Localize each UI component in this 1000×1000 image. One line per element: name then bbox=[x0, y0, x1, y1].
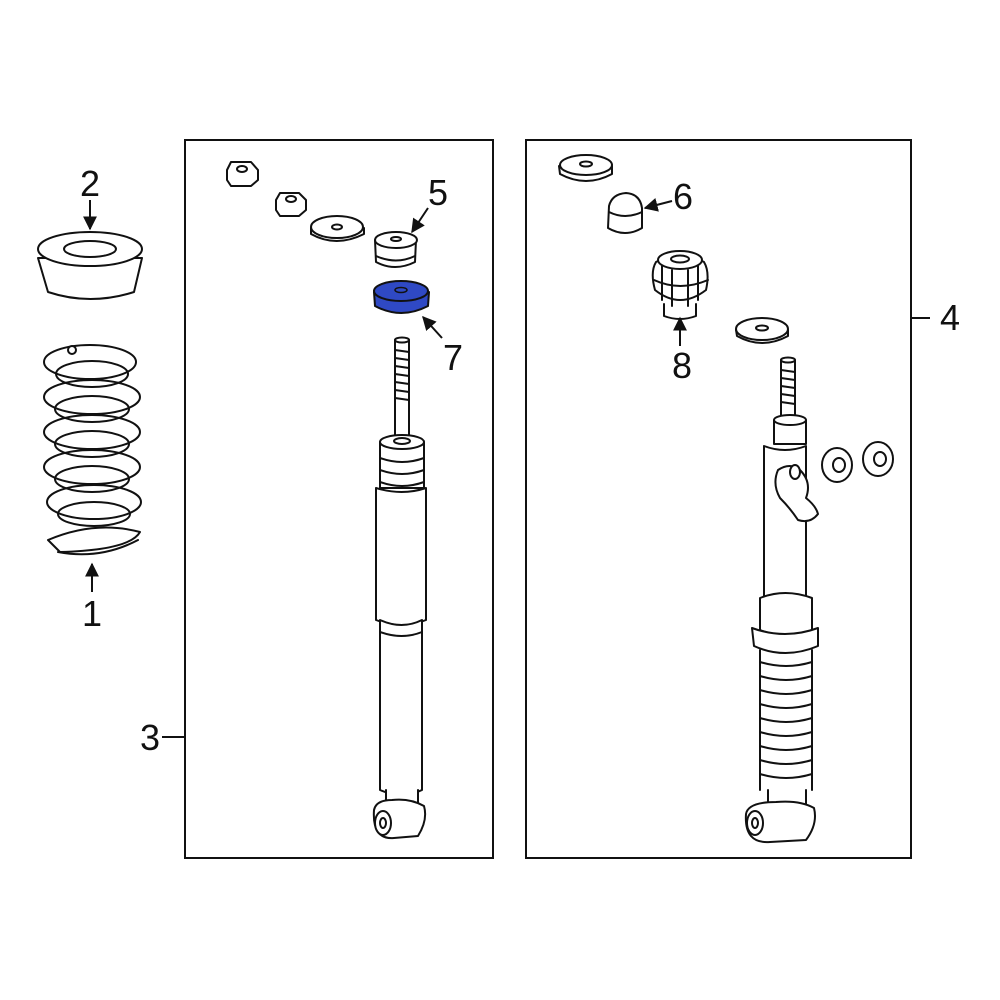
shock-absorber-4[interactable] bbox=[744, 356, 819, 844]
panel4-nut-a[interactable] bbox=[821, 447, 853, 483]
leader-7 bbox=[422, 315, 443, 339]
callout-4: 4 bbox=[940, 297, 960, 338]
leader-6 bbox=[643, 198, 673, 212]
shock-absorber-3[interactable] bbox=[372, 336, 427, 840]
panel4-lower-washer[interactable] bbox=[735, 317, 789, 344]
panel-frame-3 bbox=[184, 139, 494, 859]
panel3-lower-nut[interactable] bbox=[275, 192, 307, 217]
panel3-washer[interactable] bbox=[310, 215, 365, 242]
panel-frame-4 bbox=[525, 139, 912, 859]
callout-8: 8 bbox=[672, 345, 692, 386]
part-8-strut-mount[interactable] bbox=[651, 250, 709, 320]
part-7-highlighted-bushing[interactable] bbox=[373, 280, 430, 314]
leader-5 bbox=[411, 207, 429, 234]
callout-7: 7 bbox=[443, 337, 463, 378]
panel3-upper-nut[interactable] bbox=[226, 161, 259, 187]
part-6-bump-stop-cap[interactable] bbox=[607, 192, 643, 234]
part-5-upper-bushing[interactable] bbox=[374, 231, 418, 268]
callout-2: 2 bbox=[80, 163, 100, 204]
callout-1: 1 bbox=[82, 593, 102, 634]
spring-seat-part[interactable] bbox=[37, 231, 143, 300]
callout-3: 3 bbox=[140, 717, 160, 758]
panel4-nut-b[interactable] bbox=[862, 441, 894, 477]
callout-5: 5 bbox=[428, 172, 448, 213]
coil-spring-part[interactable] bbox=[43, 344, 142, 556]
callout-6: 6 bbox=[673, 176, 693, 217]
panel4-upper-washer[interactable] bbox=[558, 154, 613, 182]
